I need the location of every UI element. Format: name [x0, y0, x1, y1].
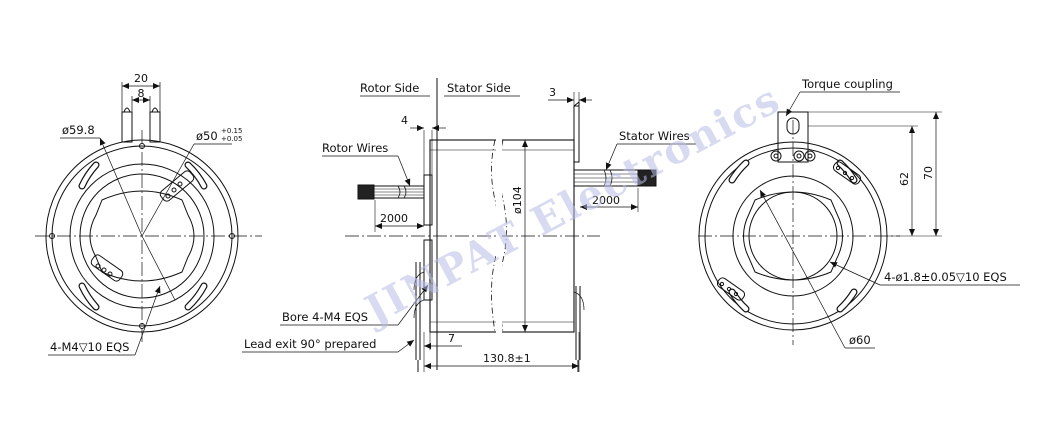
side-view	[242, 78, 696, 372]
stator-side-label: Stator Side	[447, 81, 511, 95]
dia-60-label: ø60	[849, 333, 871, 347]
tolerance-minus: +0.05	[221, 135, 242, 143]
dia-bore-main-label: ø50	[196, 129, 218, 143]
tolerance-plus: +0.15	[221, 127, 242, 135]
dia-outer-label: ø59.8	[62, 123, 95, 137]
dia-body-label: ø104	[511, 186, 524, 214]
left-end-view	[35, 82, 262, 356]
dim-4: 4	[401, 114, 408, 127]
rotor-wire-length: 2000	[380, 212, 408, 225]
thread-note: 4-M4▽10 EQS	[50, 340, 129, 354]
dim-7: 7	[448, 332, 455, 345]
rotor-wires-label: Rotor Wires	[322, 141, 388, 155]
bore-note: Bore 4-M4 EQS	[282, 310, 368, 324]
stator-wire-length: 2000	[592, 194, 620, 207]
watermark: JINPAT Electronics	[355, 75, 788, 335]
left-outer-circle	[45, 139, 239, 333]
right-end-view	[698, 91, 1020, 349]
rotor-side-label: Rotor Side	[360, 81, 419, 95]
lead-exit-note: Lead exit 90° prepared	[244, 337, 376, 351]
dim-slot: 8	[138, 87, 145, 100]
dim-62: 62	[898, 172, 911, 186]
stator-wires-label: Stator Wires	[619, 129, 690, 143]
overall-length: 130.8±1	[483, 352, 531, 365]
dim-width-top: 20	[134, 72, 148, 85]
hole-note: 4-ø1.8±0.05▽10 EQS	[884, 270, 1007, 284]
torque-coupling-label: Torque coupling	[801, 77, 893, 91]
dim-3: 3	[549, 86, 556, 99]
dim-70: 70	[922, 166, 935, 180]
